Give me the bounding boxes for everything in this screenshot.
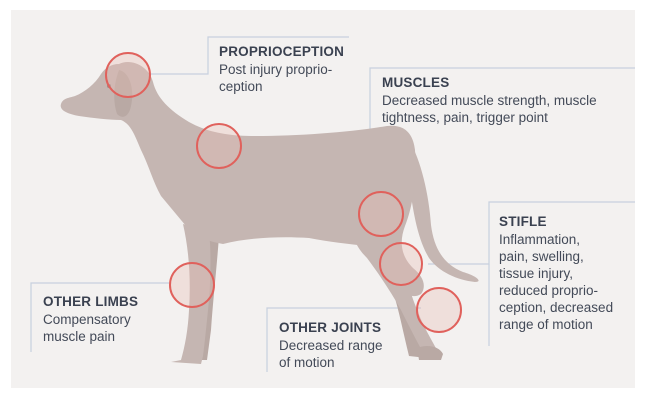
label-muscles-desc: Decreased muscle strength, muscle tightn… bbox=[382, 92, 632, 126]
label-stifle: STIFLE Inflammation, pain, swelling, tis… bbox=[499, 214, 633, 333]
marker-head bbox=[106, 53, 150, 97]
label-other-joints-title: OTHER JOINTS bbox=[279, 320, 429, 335]
label-proprioception-desc: Post injury proprio- ception bbox=[219, 61, 399, 95]
label-other-limbs-desc: Compensatory muscle pain bbox=[43, 311, 183, 345]
marker-stifle bbox=[380, 243, 422, 285]
label-other-joints-desc: Decreased range of motion bbox=[279, 337, 429, 371]
label-other-limbs: OTHER LIMBS Compensatory muscle pain bbox=[43, 294, 183, 345]
label-proprioception: PROPRIOCEPTION Post injury proprio- cept… bbox=[219, 44, 399, 95]
diagram-canvas: PROPRIOCEPTION Post injury proprio- cept… bbox=[11, 10, 635, 388]
label-other-joints: OTHER JOINTS Decreased range of motion bbox=[279, 320, 429, 371]
label-stifle-title: STIFLE bbox=[499, 214, 633, 229]
label-proprioception-title: PROPRIOCEPTION bbox=[219, 44, 399, 59]
label-other-limbs-title: OTHER LIMBS bbox=[43, 294, 183, 309]
marker-thigh bbox=[359, 192, 403, 236]
marker-shoulder bbox=[197, 124, 241, 168]
label-stifle-desc: Inflammation, pain, swelling, tissue inj… bbox=[499, 231, 633, 333]
label-muscles: MUSCLES Decreased muscle strength, muscl… bbox=[382, 75, 632, 126]
label-muscles-title: MUSCLES bbox=[382, 75, 632, 90]
